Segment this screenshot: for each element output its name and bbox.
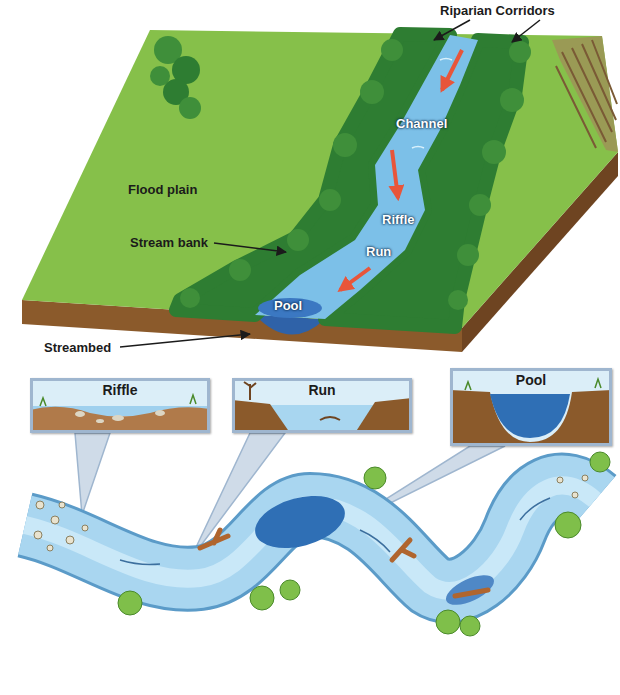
bush (364, 467, 386, 489)
feature-label: Run (366, 244, 391, 260)
riffle-picture (112, 415, 124, 421)
pool-picture (450, 368, 612, 446)
riparian-corridor (469, 194, 491, 216)
leader-line (120, 334, 250, 347)
fallen-log (455, 590, 488, 596)
fallen-log (200, 530, 228, 548)
riffle-stones (36, 501, 44, 509)
riffle-stones (82, 525, 88, 531)
riffle-picture (75, 411, 85, 417)
run-picture (232, 400, 290, 433)
riparian-corridor (229, 259, 251, 281)
pool-picture (490, 394, 570, 438)
river-plan (442, 569, 498, 611)
riffle-stones (34, 475, 588, 551)
flow-arrow (340, 268, 370, 290)
riparian-corridor (176, 34, 531, 327)
river-plan (25, 486, 595, 591)
part-label: Stream bank (130, 235, 208, 251)
feature-label: Pool (274, 298, 302, 314)
fallen-log (392, 540, 414, 560)
riparian-corridor (509, 41, 531, 63)
river-plan (25, 486, 595, 611)
bush (555, 512, 581, 538)
feature-label: Riffle (382, 212, 415, 228)
riparian-corridor (287, 229, 309, 251)
callout-title: Pool (453, 371, 609, 389)
flood-plain (552, 36, 618, 152)
riffle-picture (30, 378, 210, 433)
leader-line (120, 20, 540, 347)
riffle-stones (66, 536, 74, 544)
riparian-corridor (180, 288, 200, 308)
riffle-stones (34, 531, 42, 539)
tree-cluster (179, 97, 201, 119)
stream-channel (255, 35, 478, 319)
flow-arrow (340, 50, 462, 290)
riffle-stones (47, 545, 53, 551)
riffle-stones (582, 475, 588, 481)
part-label: Streambed (44, 340, 111, 356)
riffle-picture (96, 419, 104, 423)
riffle-stones (59, 502, 65, 508)
bush (460, 616, 480, 636)
riffle-picture (30, 407, 210, 433)
stream-channel (258, 298, 322, 318)
area-label: Flood plain (128, 182, 197, 198)
bracket-label: Riparian Corridors (440, 3, 555, 19)
flood-plain (22, 30, 618, 328)
flood-plain (556, 40, 617, 148)
riffle-stones (51, 516, 59, 524)
riparian-corridor (381, 39, 403, 61)
river-plan (120, 498, 550, 565)
leader-line (512, 20, 540, 42)
stream-channel (412, 59, 452, 149)
riparian-corridor (500, 88, 524, 112)
callout-title: Riffle (33, 381, 207, 399)
fallen-log (200, 530, 488, 596)
tree-cluster (150, 36, 201, 119)
run-picture (232, 378, 412, 433)
pool-picture (450, 390, 612, 446)
riffle-picture (155, 410, 165, 416)
pool-picture (450, 368, 612, 446)
flood-plain (22, 30, 618, 328)
riparian-corridor (482, 140, 506, 164)
run-picture (320, 417, 340, 420)
riffle-stones (572, 492, 578, 498)
run-picture (232, 378, 412, 433)
callout-title: Run (235, 381, 409, 399)
flow-arrow (442, 50, 462, 90)
river-plan (25, 486, 595, 591)
leader-line (434, 20, 470, 40)
callout-box: Run (232, 378, 412, 433)
river-plan (25, 486, 595, 591)
riffle-stones (557, 477, 563, 483)
callout-box: Pool (450, 368, 612, 446)
riffle-picture (30, 378, 210, 433)
callout-pointer (75, 433, 110, 515)
riparian-corridor (360, 80, 384, 104)
leader-line (214, 243, 286, 252)
bush (280, 580, 300, 600)
bush (436, 610, 460, 634)
flow-arrow (392, 150, 398, 198)
river-plan (249, 487, 350, 557)
callout-box: Riffle (30, 378, 210, 433)
stream-channel (255, 35, 478, 319)
bush (250, 586, 274, 610)
bush (590, 452, 610, 472)
run-picture (244, 382, 256, 400)
run-picture (355, 398, 412, 433)
riparian-corridor (319, 189, 341, 211)
riparian-corridor (457, 244, 479, 266)
bush (118, 452, 610, 636)
riparian-corridor (333, 133, 357, 157)
channel-label: Channel (396, 116, 447, 132)
bush (118, 591, 142, 615)
riparian-corridor (448, 290, 468, 310)
